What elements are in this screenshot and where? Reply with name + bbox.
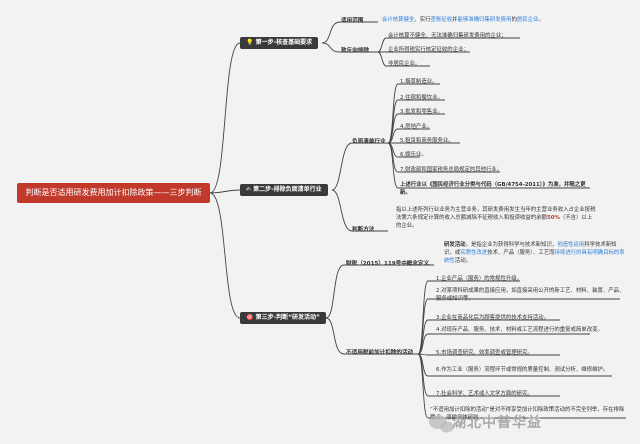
exclusion-note: “不适用加计扣除的活动”是对不得享受加计扣除政策活动的不完全列举，存在排除要点，… <box>430 407 625 421</box>
def-blue1: 创造性运用 <box>557 242 585 248</box>
root-node[interactable]: 判断是否适用研发费用加计扣除政策——三步判断 <box>17 183 210 203</box>
lightbulb-icon: 💡 <box>246 39 254 46</box>
step2-node[interactable]: ✍ 第二步-排除负面清单行业 <box>240 184 328 196</box>
scope-mid5: 的 <box>511 17 517 23</box>
method-pct: 50% <box>546 215 560 221</box>
def-blue2: 实质性改进 <box>460 250 488 256</box>
scope-mid3: 并 <box>452 17 458 23</box>
reverse-item: 会计核算不健全、无法准确归集研发费用的企业； <box>388 33 507 39</box>
reverse-item: 企业所得税实行核定征收的企业； <box>388 47 469 53</box>
def-pre: ，是指企业为获得科学与技术新知识， <box>465 242 558 248</box>
def-mid1: 科学技术新知识，或 <box>444 242 617 256</box>
scope-mid4: 能够准确归集研发费用 <box>457 17 512 23</box>
negative-item: 6.娱乐业。 <box>400 152 427 158</box>
scope-pre: 会计核算健全 <box>382 17 415 23</box>
exclusion-item: 4.对现存产品、服务、技术、材料或工艺流程进行的重复或简单改变。 <box>436 327 603 333</box>
exclusion-item: 3.企业在商品化后为顾客提供的技术支持活动。 <box>436 315 549 321</box>
scope-label[interactable]: 适用范围 <box>341 18 364 24</box>
def-head: 研发活动 <box>444 242 466 248</box>
negative-item: 7.财政部和国家税务总局规定的其他行业。 <box>400 167 503 173</box>
scope-text: 会计核算健全、实行查账征收并能够准确归集研发费用的居民企业。 <box>382 16 544 24</box>
watermark <box>398 410 628 436</box>
scope-mid2: 查账征收 <box>430 17 453 23</box>
method-text: 指以上述所列行业业务为主营业务，其研发费用发生当年的主营业务收入占企业按税法第六… <box>396 206 596 230</box>
method-label[interactable]: 判断方法 <box>352 227 375 233</box>
def-end: 活动。 <box>454 258 471 264</box>
step2-title: 第二步-排除负面清单行业 <box>253 186 322 193</box>
negative-item: 3.批发和零售业。 <box>400 109 443 115</box>
step3-node[interactable]: 🎯 第三步-判断“研发活动” <box>240 312 326 324</box>
negative-item: 4.房地产业。 <box>400 124 433 130</box>
step1-node[interactable]: 💡 第一步-核查基础要求 <box>240 37 319 49</box>
method-pre: 指以上述所列行业业务为主营业务，其研发费用发生当年的主营业务收入占企业按税法第六… <box>396 207 596 221</box>
negative-note: 上述行业以《国民经济行业分类与代码（GB/4754-2011）》为准，并随之更新… <box>400 182 586 196</box>
def-mid2: 技术、产品（服务）、工艺而 <box>487 250 555 256</box>
exclusion-label[interactable]: 不适用税前加计扣除的活动 <box>346 350 414 356</box>
exclusion-item: 5.市场调查研究、效率调查或管理研究。 <box>436 350 533 356</box>
target-icon: 🎯 <box>246 314 254 321</box>
exclusion-item: 6.作为工业（服务）流程环节或常规的质量控制、测试分析、维修维护。 <box>436 367 609 373</box>
watermark-text: 湖北中普华益 <box>452 415 542 431</box>
negative-label[interactable]: 负面清单行业 <box>352 139 386 145</box>
definition-label[interactable]: 财税〔2015〕119号中概念定义 <box>346 261 430 267</box>
negative-item: 1.烟草制造业。 <box>400 79 438 85</box>
step1-title: 第一步-核查基础要求 <box>255 39 313 46</box>
reverse-item: 非居民企业。 <box>388 61 421 67</box>
scope-mid1: 、实行 <box>414 17 431 23</box>
exclusion-item: 2.对某项科研成果的直接应用，如直接采用公开的新工艺、材料、装置、产品、服务或知… <box>436 288 625 302</box>
negative-item: 2.住宿和餐饮业。 <box>400 95 443 101</box>
def-blue3: 持续进行的具有明确目标的系统性 <box>444 250 625 264</box>
exclusion-item: 1.企业产品（服务）的常规性升级。 <box>436 276 523 282</box>
definition-text: 研发活动，是指企业为获得科学与技术新知识，创造性运用科学技术新知识，或实质性改进… <box>444 241 626 265</box>
negative-item: 5.租赁和商务服务业。 <box>400 138 454 144</box>
scope-tail: 。 <box>538 17 544 23</box>
exclusion-item: 7.社会科学、艺术或人文学方面的研究。 <box>436 391 533 397</box>
wechat-icon <box>429 415 454 433</box>
writing-hand-icon: ✍ <box>246 186 252 193</box>
reverse-label[interactable]: 致反向排除 <box>341 48 369 54</box>
scope-end: 居民企业 <box>516 17 539 23</box>
method-post: （不含）以上的企业。 <box>396 215 593 229</box>
step3-title: 第三步-判断“研发活动” <box>255 314 320 321</box>
